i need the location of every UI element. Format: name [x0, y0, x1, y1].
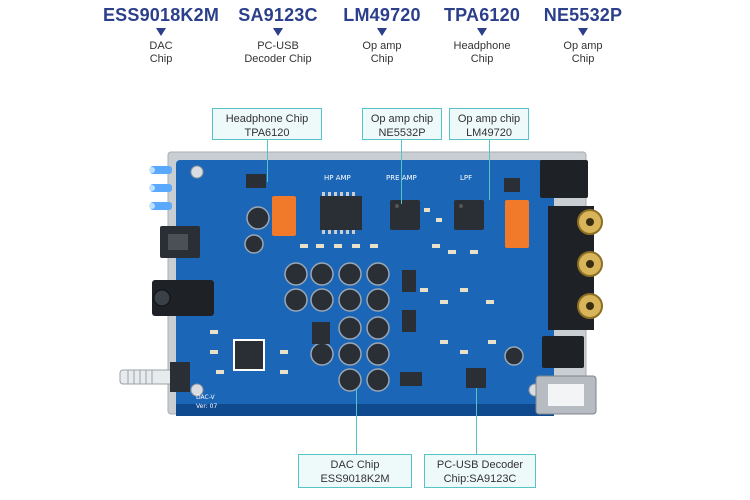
- top-chip-tpa6120: TPA6120 Headphone Chip: [412, 4, 552, 66]
- leader-line-lm49720: [489, 140, 490, 200]
- tpa6120-chip: [320, 196, 362, 230]
- relay: [505, 200, 529, 248]
- smd-components: [210, 208, 496, 374]
- callout-line2: LM49720: [466, 127, 512, 139]
- pcb-edge-shade: [176, 404, 554, 416]
- part-number: ESS9018K2M: [102, 5, 220, 25]
- top-chip-lm49720: LM49720 Op amp Chip: [312, 4, 452, 66]
- silkscreen-lpf: LPF: [460, 174, 472, 182]
- voltage-regulator: [402, 310, 416, 332]
- callout-opamp-lm49720: Op amp chip LM49720: [449, 108, 529, 140]
- optical-input: [542, 336, 584, 368]
- down-arrow-icon: [273, 28, 283, 36]
- chip-desc-line2: Chip: [470, 53, 494, 65]
- callout-line1: DAC Chip: [330, 459, 380, 471]
- top-chip-dac: ESS9018K2M DAC Chip: [91, 4, 231, 66]
- top-chip-usb-decoder: SA9123C PC-USB Decoder Chip: [208, 4, 348, 66]
- headphone-jack: [152, 280, 214, 316]
- chip-desc-line2: Chip: [571, 53, 595, 65]
- leader-line-usb-decoder: [476, 388, 477, 454]
- down-arrow-icon: [156, 28, 166, 36]
- voltage-regulator: [402, 270, 416, 292]
- status-leds: [149, 166, 172, 210]
- voltage-regulator: [312, 322, 330, 344]
- part-number: NE5532P: [543, 5, 623, 25]
- part-number: TPA6120: [443, 5, 521, 25]
- leader-line-headphone: [267, 140, 268, 182]
- top-chip-ne5532p: NE5532P Op amp Chip: [513, 4, 653, 66]
- rca-output-jacks: [548, 206, 603, 330]
- silkscreen-hp-amp: HP AMP: [324, 174, 351, 182]
- chip-desc-line1: PC-USB: [257, 40, 299, 52]
- callout-line1: Op amp chip: [370, 113, 434, 125]
- callout-line2: ESS9018K2M: [320, 473, 390, 485]
- volume-knob-shaft: [119, 369, 179, 385]
- callout-line2: Chip:SA9123C: [443, 473, 517, 485]
- callout-headphone-chip: Headphone Chip TPA6120: [212, 108, 322, 140]
- sa9123c-chip: [466, 368, 486, 388]
- callout-line2: NE5532P: [378, 127, 426, 139]
- pcb: [176, 160, 554, 416]
- voltage-regulator: [400, 372, 422, 386]
- silkscreen-version: Ver: 07: [196, 403, 217, 410]
- down-arrow-icon: [377, 28, 387, 36]
- chip-desc-line2: Chip: [370, 53, 394, 65]
- chip-desc-line1: Op amp: [362, 40, 402, 52]
- callout-line1: Headphone Chip: [225, 113, 309, 125]
- dc-power-jack: [540, 160, 588, 198]
- leader-line-ne5532p: [401, 140, 402, 204]
- down-arrow-icon: [578, 28, 588, 36]
- relay: [272, 196, 296, 236]
- chip-desc-line2: Chip: [149, 53, 173, 65]
- callout-line2: TPA6120: [244, 127, 290, 139]
- silkscreen-dac-label: DAC-V: [196, 394, 216, 401]
- chip-desc-line2: Decoder Chip: [244, 53, 312, 65]
- callout-usb-decoder-chip: PC-USB Decoder Chip:SA9123C: [424, 454, 536, 488]
- down-arrow-icon: [477, 28, 487, 36]
- part-number: SA9123C: [238, 5, 318, 25]
- callout-line1: Op amp chip: [457, 113, 521, 125]
- callout-opamp-ne5532p: Op amp chip NE5532P: [362, 108, 442, 140]
- chip-desc-line1: Op amp: [563, 40, 603, 52]
- ess9018k2m-chip: [233, 339, 265, 371]
- leader-line-dac: [356, 388, 357, 454]
- mounting-hole: [190, 165, 204, 179]
- callout-line1: PC-USB Decoder: [436, 459, 524, 471]
- voltage-regulator: [504, 178, 520, 192]
- lm49720-chip: [454, 200, 484, 230]
- voltage-regulator: [246, 174, 266, 188]
- callout-dac-chip: DAC Chip ESS9018K2M: [298, 454, 412, 488]
- mounting-hole: [190, 383, 204, 397]
- ne5532p-chip: [390, 200, 420, 230]
- part-number: LM49720: [343, 5, 421, 25]
- chip-desc-line1: DAC: [149, 40, 173, 52]
- chip-desc-line1: Headphone: [453, 40, 511, 52]
- electrolytic-capacitors: [244, 206, 524, 392]
